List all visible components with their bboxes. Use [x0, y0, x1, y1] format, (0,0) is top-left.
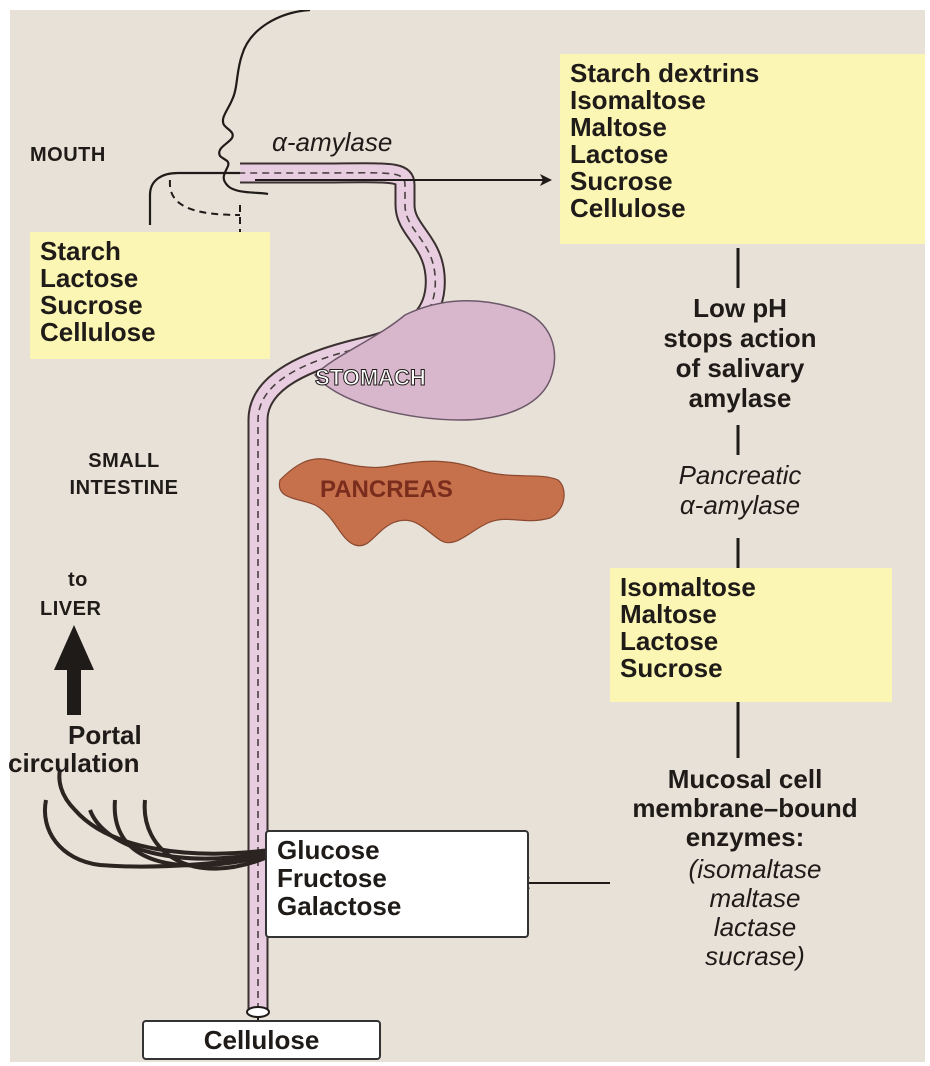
mouth-label: MOUTH — [30, 144, 106, 167]
mouth-products-box: Starch dextrins Isomaltose Maltose Lacto… — [560, 54, 925, 244]
pancreatic-product-item: Lactose — [620, 628, 882, 655]
pancreatic-products-box: Isomaltose Maltose Lactose Sucrose — [610, 568, 892, 702]
liver-arrow — [54, 625, 94, 715]
to-label: to — [68, 569, 88, 592]
stomach-label: STOMACH — [315, 365, 426, 391]
ingested-item: Starch — [40, 238, 260, 265]
monosaccharide-item: Galactose — [277, 892, 517, 920]
monosaccharide-item: Glucose — [277, 836, 517, 864]
cellulose-output-box: Cellulose — [142, 1020, 381, 1060]
mucosal-line: enzymes: — [570, 823, 920, 852]
mouth-product-item: Cellulose — [570, 195, 915, 222]
portal-vessels — [45, 770, 272, 869]
ingested-item: Sucrose — [40, 292, 260, 319]
enzyme-item: (isomaltase — [610, 855, 900, 884]
low-ph-line: stops action — [570, 323, 910, 353]
mouth-cavity — [150, 173, 240, 225]
enzyme-item: sucrase) — [610, 942, 900, 971]
liver-label: LIVER — [40, 598, 101, 621]
salivary-amylase-label: α-amylase — [272, 127, 392, 158]
mouth-product-item: Isomaltose — [570, 87, 915, 114]
mouth-product-item: Starch dextrins — [570, 60, 915, 87]
ingested-item: Lactose — [40, 265, 260, 292]
circulation-label: circulation — [8, 748, 139, 779]
pancreatic-line: α-amylase — [570, 490, 910, 520]
pancreatic-amylase-note: Pancreatic α-amylase — [570, 460, 910, 520]
pancreas-label: PANCREAS — [320, 476, 453, 504]
low-ph-line: of salivary — [570, 353, 910, 383]
portal-label: Portal — [68, 720, 142, 751]
mouth-product-item: Lactose — [570, 141, 915, 168]
mucosal-enzymes-note: Mucosal cell membrane–bound enzymes: — [570, 765, 920, 852]
monosaccharide-item: Fructose — [277, 864, 517, 892]
small-intestine-label-2: INTESTINE — [68, 477, 180, 500]
mouth-product-item: Sucrose — [570, 168, 915, 195]
pancreatic-line: Pancreatic — [570, 460, 910, 490]
mucosal-line: membrane–bound — [570, 794, 920, 823]
pancreatic-product-item: Isomaltose — [620, 574, 882, 601]
digestion-figure: MOUTH SMALL INTESTINE to LIVER Portal ci… — [10, 10, 925, 1062]
monosaccharides-box: Glucose Fructose Galactose — [265, 830, 529, 938]
ingested-carbohydrates-box: Starch Lactose Sucrose Cellulose — [30, 232, 270, 359]
ingested-item: Cellulose — [40, 319, 260, 346]
enzyme-item: maltase — [610, 884, 900, 913]
small-intestine-label-1: SMALL — [68, 450, 180, 473]
enzyme-item: lactase — [610, 913, 900, 942]
enzymes-list: (isomaltase maltase lactase sucrase) — [610, 855, 900, 971]
stomach-shape — [315, 301, 555, 420]
mouth-product-item: Maltose — [570, 114, 915, 141]
mucosal-line: Mucosal cell — [570, 765, 920, 794]
low-ph-line: amylase — [570, 383, 910, 413]
pancreatic-product-item: Sucrose — [620, 655, 882, 682]
tube-end — [247, 1007, 269, 1017]
low-ph-line: Low pH — [570, 293, 910, 323]
low-ph-note: Low pH stops action of salivary amylase — [570, 293, 910, 413]
cellulose-output-label: Cellulose — [144, 1022, 379, 1058]
pancreatic-product-item: Maltose — [620, 601, 882, 628]
